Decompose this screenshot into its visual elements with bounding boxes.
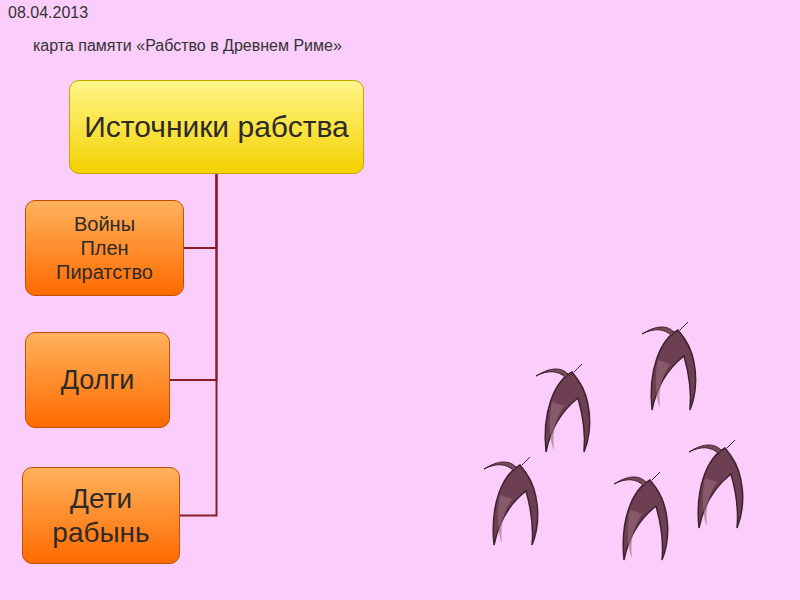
tree-connector <box>180 174 217 516</box>
pterosaur <box>642 322 696 410</box>
root-box: Источники рабства <box>69 80 364 174</box>
box-text: Дети рабынь <box>23 482 179 549</box>
source-box: Долги <box>25 332 170 428</box>
box-text: Долги <box>61 364 135 396</box>
tree-connector <box>184 174 217 248</box>
date-label: 08.04.2013 <box>8 4 88 22</box>
source-box: Войны Плен Пиратство <box>25 200 184 296</box>
box-text: Войны Плен Пиратство <box>26 212 183 284</box>
source-box: Дети рабынь <box>22 467 180 564</box>
map-title: карта памяти «Рабство в Древнем Риме» <box>33 37 342 55</box>
pterosaur <box>484 457 538 545</box>
pterosaur <box>536 364 590 452</box>
box-text: Источники рабства <box>84 109 348 145</box>
pterosaur <box>614 472 668 560</box>
pterosaur <box>689 440 743 528</box>
